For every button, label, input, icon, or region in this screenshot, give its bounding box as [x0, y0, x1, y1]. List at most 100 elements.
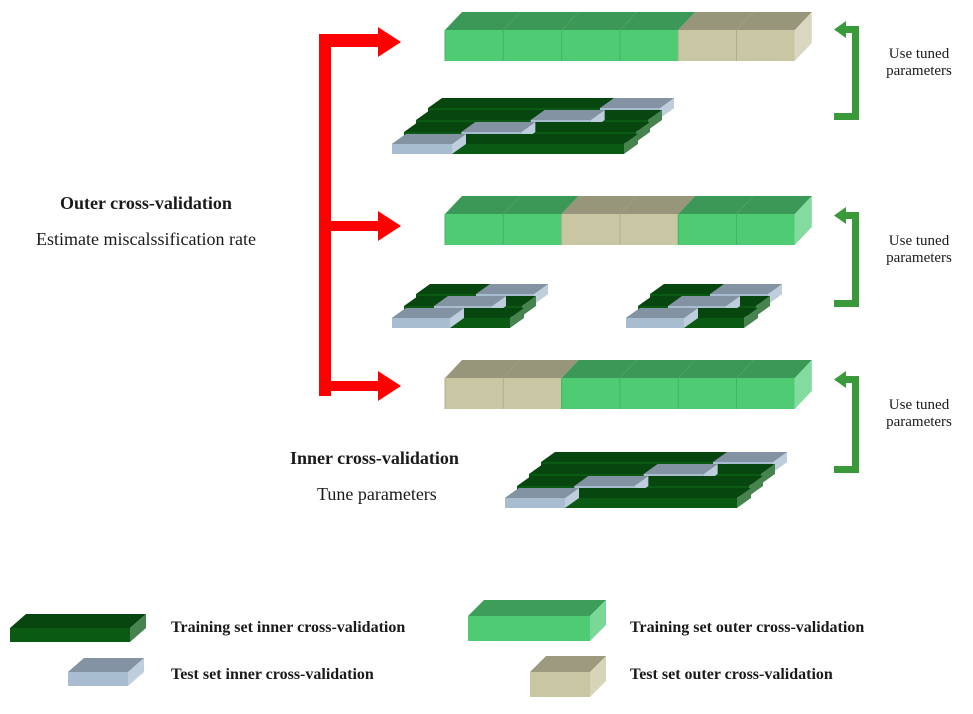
legend-swatch-training-outer-top — [468, 600, 606, 616]
outer-fold-1-segment-6-top — [736, 12, 812, 30]
green-bracket-2-top — [840, 212, 859, 219]
outer-fold-2-segment-3-top — [561, 196, 637, 214]
legend-swatch-test-outer-top — [530, 656, 606, 672]
tuned-params-line2: parameters — [886, 250, 952, 266]
inner-stack-3-layer-1-side — [737, 488, 751, 508]
outer-fold-1-side — [794, 12, 812, 61]
outer-fold-3-segment-3 — [561, 378, 620, 409]
outer-fold-3-segment-4-top — [619, 360, 696, 378]
inner-stack-3-layer-2-side — [749, 476, 763, 496]
inner-stack-3-test-1-front — [505, 498, 565, 508]
outer-fold-2-segment-4-top — [619, 196, 696, 214]
outer-fold-1-segment-6 — [736, 30, 795, 61]
inner-stack-1-layer-1-front — [392, 144, 624, 154]
inner-stack-2b-test-1-side — [684, 308, 698, 328]
inner-stack-1-layer-1-side — [624, 134, 638, 154]
red-arrow-shaft-top-join — [319, 34, 389, 44]
legend-training-inner-label: Training set inner cross-validation — [171, 619, 406, 636]
legend-swatch-training-outer-side — [590, 600, 606, 641]
green-bracket-2-arrowhead — [834, 207, 846, 224]
tuned-params-label-2: Use tuned parameters — [878, 233, 960, 267]
inner-stack-2a-test-3-top — [476, 284, 548, 294]
outer-fold-2-segment-4 — [619, 214, 679, 245]
inner-stack-1-layer-2-side — [636, 122, 650, 142]
legend-swatch-training-inner-side — [130, 614, 146, 642]
inner-stack-2a-test-1-front — [392, 318, 450, 328]
legend-swatch-test-inner-top — [68, 658, 144, 672]
outer-fold-2-segment-3 — [561, 214, 620, 245]
tuned-params-line1: Use tuned — [888, 46, 950, 62]
outer-fold-2-segment-5-top — [678, 196, 754, 214]
outer-fold-1-segment-1 — [445, 30, 504, 61]
outer-fold-3-side — [794, 360, 812, 409]
green-bracket-1-arrowhead — [834, 21, 846, 38]
red-arrow-shaft-3 — [319, 381, 381, 391]
inner-stack-3-test-2-top — [574, 476, 649, 486]
outer-fold-1-segment-4-top — [619, 12, 696, 30]
red-bracket-spine — [319, 34, 331, 396]
green-bracket-2-bottom — [834, 300, 859, 307]
outer-fold-1-segment-1-top — [445, 12, 521, 30]
green-bracket-2-spine — [852, 212, 859, 304]
green-bracket-1-spine — [852, 26, 859, 117]
outer-fold-1-segment-2-top — [503, 12, 579, 30]
legend-swatch-training-inner-front — [10, 628, 130, 642]
inner-stack-1-test-1-top — [392, 134, 466, 144]
inner-stack-2b-test-1-front — [626, 318, 684, 328]
legend-swatch-test-inner-front — [68, 672, 128, 686]
inner-stack-2b-test-3-top — [710, 284, 782, 294]
inner-stack-2b-test-1-top — [626, 308, 698, 318]
inner-stack-1-layer-3-side — [648, 110, 662, 130]
outer-fold-1-segment-2 — [503, 30, 562, 61]
inner-stack-2a-test-2-top — [434, 296, 506, 306]
tuned-params-label-3: Use tuned parameters — [878, 397, 960, 431]
inner-stack-1-test-1-front — [392, 144, 452, 154]
inner-stack-1-test-2-top — [461, 122, 536, 132]
inner-stack-2a-layer-1-side — [510, 308, 524, 328]
inner-stack-2a-layer-2-side — [522, 296, 536, 316]
outer-fold-3-segment-1-top — [445, 360, 521, 378]
inner-stack-2b-layer-1-side — [744, 308, 758, 328]
inner-stack-3-test-1-top — [505, 488, 579, 498]
red-arrow-head-3 — [378, 371, 401, 401]
legend-swatch-test-outer-side — [590, 656, 606, 697]
outer-fold-2-segment-2-top — [503, 196, 579, 214]
green-bracket-1-top — [840, 26, 859, 33]
legend-test-outer-label: Test set outer cross-validation — [630, 666, 833, 683]
inner-cv-title: Inner cross-validation — [290, 448, 459, 468]
outer-fold-2-segment-1 — [445, 214, 504, 245]
inner-stack-1-test-4-top — [600, 98, 674, 108]
outer-fold-3-segment-2 — [503, 378, 562, 409]
outer-fold-2-side — [794, 196, 812, 245]
legend-swatch-training-inner-top — [10, 614, 146, 628]
legend-swatch-test-outer-front — [530, 672, 590, 697]
outer-fold-1-segment-3-top — [561, 12, 637, 30]
outer-fold-3-segment-3-top — [561, 360, 637, 378]
legend-swatch-test-inner-side — [128, 658, 144, 686]
green-bracket-1-bottom — [834, 113, 859, 120]
outer-fold-2-segment-6 — [736, 214, 795, 245]
tuned-params-line2: parameters — [886, 414, 952, 430]
inner-stack-2a-test-1-side — [450, 308, 464, 328]
green-bracket-3-arrowhead — [834, 371, 846, 388]
inner-stack-1-test-3-top — [530, 110, 605, 120]
outer-fold-3-segment-5 — [678, 378, 737, 409]
outer-fold-2-segment-1-top — [445, 196, 521, 214]
tuned-params-line1: Use tuned — [888, 233, 950, 249]
green-bracket-3-top — [840, 376, 859, 383]
outer-fold-3-segment-6-top — [736, 360, 812, 378]
outer-fold-3-segment-1 — [445, 378, 504, 409]
inner-cv-subtitle: Tune parameters — [317, 484, 437, 504]
inner-stack-1-test-4-side — [660, 98, 674, 118]
outer-fold-1-segment-5-top — [678, 12, 754, 30]
inner-stack-1-test-1-side — [452, 134, 466, 154]
tuned-params-label-1: Use tuned parameters — [878, 46, 960, 80]
outer-fold-3-segment-6 — [736, 378, 795, 409]
inner-stack-3-layer-3-side — [761, 464, 775, 484]
outer-cv-subtitle: Estimate miscalssification rate — [36, 229, 256, 249]
outer-fold-2-segment-2 — [503, 214, 562, 245]
outer-fold-3-segment-4 — [619, 378, 679, 409]
outer-fold-2-segment-5 — [678, 214, 737, 245]
inner-stack-3-layer-1-front — [505, 498, 737, 508]
inner-stack-3-test-1-side — [565, 488, 579, 508]
